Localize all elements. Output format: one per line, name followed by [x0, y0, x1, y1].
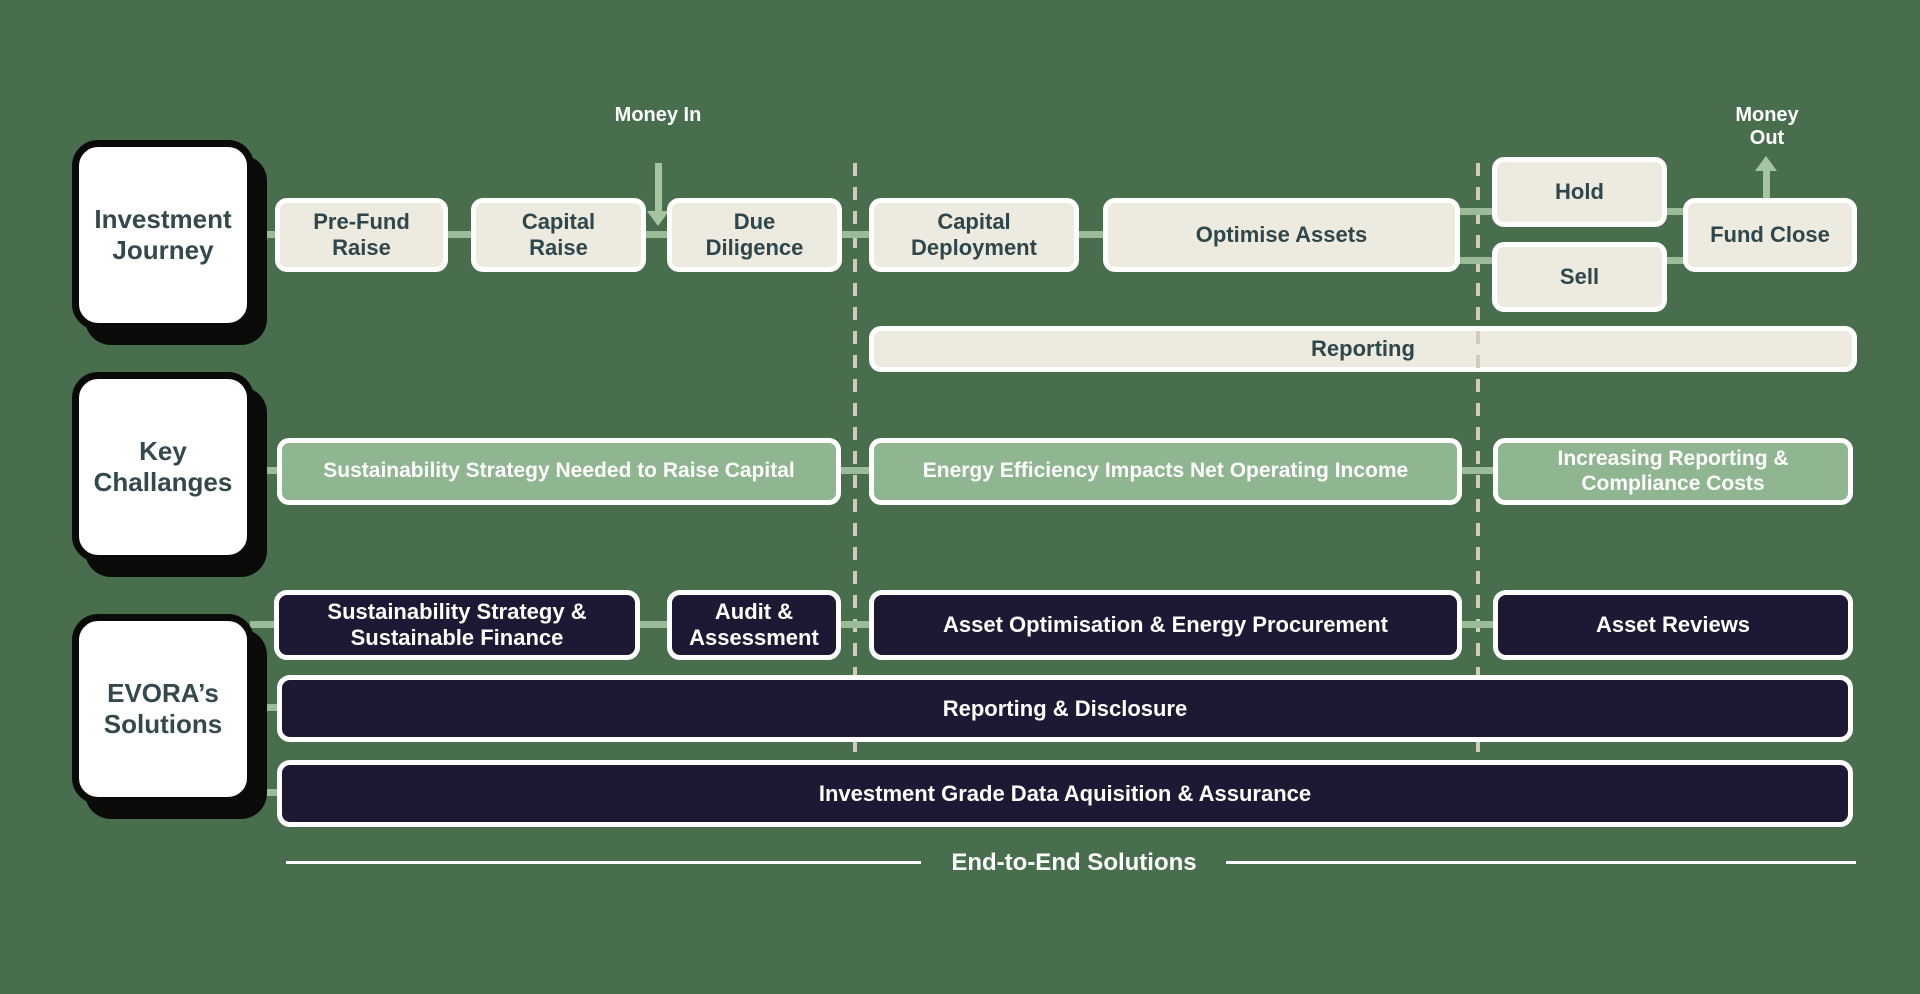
connector-line: [1461, 621, 1494, 628]
connector-line: [840, 467, 870, 474]
money-out-arrow-line: [1763, 171, 1770, 199]
evora-solutions-card-label: EVORA’s Solutions: [103, 678, 223, 739]
connector-line: [1455, 257, 1495, 264]
end-to-end-label: End-to-End Solutions: [951, 849, 1197, 876]
connector-line: [250, 621, 275, 628]
connector-line: [250, 789, 278, 796]
arrow-up-icon: [1755, 156, 1777, 171]
solution-box-asset-optimisation: Asset Optimisation & Energy Procurement: [869, 590, 1462, 660]
stage-box-pre-fund-raise: Pre-Fund Raise: [275, 198, 448, 272]
money-out-label: Money Out: [1735, 104, 1799, 149]
stage-box-fund-close: Fund Close: [1683, 198, 1857, 272]
connector-line: [639, 621, 668, 628]
connector-line: [250, 467, 278, 474]
connector-line: [1666, 257, 1688, 264]
reporting-bar: Reporting: [869, 326, 1857, 372]
stage-box-capital-raise: Capital Raise: [471, 198, 646, 272]
connector-line: [841, 231, 870, 238]
phase-divider-line-2: [1476, 163, 1480, 793]
key-challenges-card: Key Challanges: [72, 372, 254, 562]
money-in-arrow-line: [655, 163, 662, 213]
connector-line: [1666, 208, 1688, 215]
connector-line: [250, 704, 278, 711]
stage-box-capital-deployment: Capital Deployment: [869, 198, 1079, 272]
connector-line: [645, 231, 668, 238]
end-to-end-line-right: [1226, 861, 1856, 864]
connector-line: [840, 621, 870, 628]
stage-box-due-diligence: Due Diligence: [667, 198, 842, 272]
key-challenges-card-label: Key Challanges: [93, 436, 233, 497]
solution-box-sustainability-strategy: Sustainability Strategy & Sustainable Fi…: [274, 590, 640, 660]
connector-line: [250, 231, 277, 238]
stage-box-optimise-assets: Optimise Assets: [1103, 198, 1460, 272]
solution-bar-data-assurance: Investment Grade Data Aquisition & Assur…: [277, 760, 1853, 827]
solution-box-audit-assessment: Audit & Assessment: [667, 590, 841, 660]
solution-box-asset-reviews: Asset Reviews: [1493, 590, 1853, 660]
stage-box-sell: Sell: [1492, 242, 1667, 312]
arrow-down-icon: [647, 211, 669, 226]
phase-divider-line-1: [853, 163, 857, 793]
investment-journey-card: Investment Journey: [72, 140, 254, 330]
connector-line: [448, 231, 472, 238]
challenge-box-2: Energy Efficiency Impacts Net Operating …: [869, 438, 1462, 505]
connector-line: [1078, 231, 1104, 238]
investment-journey-card-label: Investment Journey: [94, 204, 232, 265]
connector-line: [1461, 467, 1494, 474]
evora-solutions-card: EVORA’s Solutions: [72, 614, 254, 804]
connector-line: [1455, 208, 1495, 215]
challenge-box-3: Increasing Reporting & Compliance Costs: [1493, 438, 1853, 505]
end-to-end-line-left: [286, 861, 921, 864]
stage-box-hold: Hold: [1492, 157, 1667, 227]
money-in-label: Money In: [614, 104, 702, 126]
solution-bar-reporting-disclosure: Reporting & Disclosure: [277, 675, 1853, 742]
challenge-box-1: Sustainability Strategy Needed to Raise …: [277, 438, 841, 505]
